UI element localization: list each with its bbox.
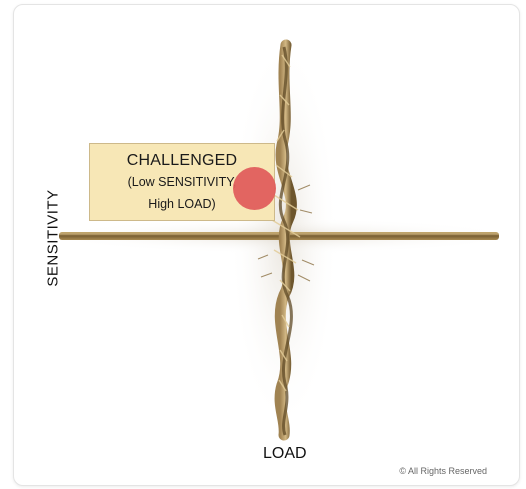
copyright-text: © All Rights Reserved: [399, 466, 487, 476]
diagram-card: CHALLENGED (Low SENSITIVITY, High LOAD) …: [13, 4, 520, 486]
rope-axes: [14, 5, 519, 485]
x-axis-label: LOAD: [263, 445, 307, 463]
y-axis-label: SENSITIVITY: [45, 189, 62, 286]
challenged-marker: [233, 167, 276, 210]
